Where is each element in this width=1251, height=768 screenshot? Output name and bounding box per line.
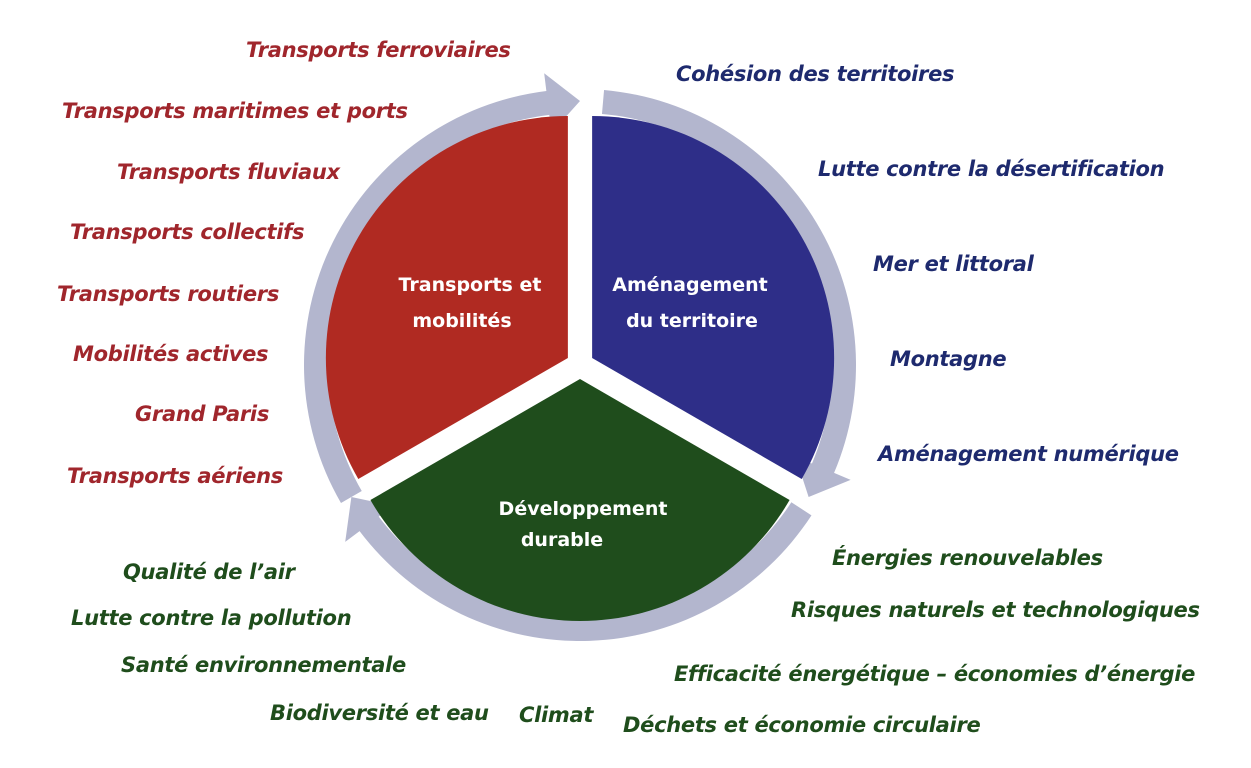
topic-lutte-desertification: Lutte contre la désertification bbox=[818, 157, 1165, 181]
topic-lutte-pollution: Lutte contre la pollution bbox=[71, 606, 352, 630]
segment-label-amenagement-line2: du territoire bbox=[626, 310, 758, 332]
topic-qualite-air: Qualité de l’air bbox=[123, 560, 295, 584]
cycle-ring bbox=[304, 73, 856, 642]
sectors bbox=[325, 116, 835, 621]
topic-sante-environnementale: Santé environnementale bbox=[121, 653, 406, 677]
ring-arrow-right bbox=[601, 90, 856, 497]
sector-transports bbox=[325, 116, 568, 479]
topic-energies-renouvelables: Énergies renouvelables bbox=[832, 546, 1103, 570]
topic-transports-aeriens: Transports aériens bbox=[67, 464, 283, 488]
topic-transports-ferroviaires: Transports ferroviaires bbox=[246, 38, 511, 62]
topic-dechets-economie-circulaire: Déchets et économie circulaire bbox=[623, 713, 981, 737]
topic-biodiversite-eau: Biodiversité et eau bbox=[270, 701, 489, 725]
topic-transports-fluviaux: Transports fluviaux bbox=[117, 160, 340, 184]
sector-developpement bbox=[370, 379, 790, 621]
ring-arrow-top bbox=[304, 73, 580, 503]
topic-mer-littoral: Mer et littoral bbox=[873, 252, 1034, 276]
topic-transports-routiers: Transports routiers bbox=[57, 282, 280, 306]
topic-efficacite-energetique: Efficacité énergétique – économies d’éne… bbox=[674, 662, 1196, 686]
segment-label-developpement-line2: durable bbox=[521, 529, 603, 551]
topic-amenagement-numerique: Aménagement numérique bbox=[878, 442, 1179, 466]
topic-risques-naturels: Risques naturels et technologiques bbox=[791, 598, 1200, 622]
segment-label-amenagement-line1: Aménagement bbox=[612, 274, 768, 296]
topic-montagne: Montagne bbox=[890, 347, 1007, 371]
segment-label-transports-line2: mobilités bbox=[412, 310, 511, 332]
topic-climat: Climat bbox=[519, 703, 594, 727]
topic-grand-paris: Grand Paris bbox=[135, 402, 270, 426]
segment-label-transports-line1: Transports et bbox=[399, 274, 542, 296]
topic-transports-maritimes: Transports maritimes et ports bbox=[62, 99, 408, 123]
segment-label-developpement-line1: Développement bbox=[499, 498, 668, 520]
topic-cohesion-territoires: Cohésion des territoires bbox=[676, 62, 955, 86]
topic-mobilites-actives: Mobilités actives bbox=[73, 342, 269, 366]
sector-amenagement bbox=[592, 116, 835, 479]
ring-arrow-bottom bbox=[345, 497, 812, 642]
topic-transports-collectifs: Transports collectifs bbox=[70, 220, 305, 244]
